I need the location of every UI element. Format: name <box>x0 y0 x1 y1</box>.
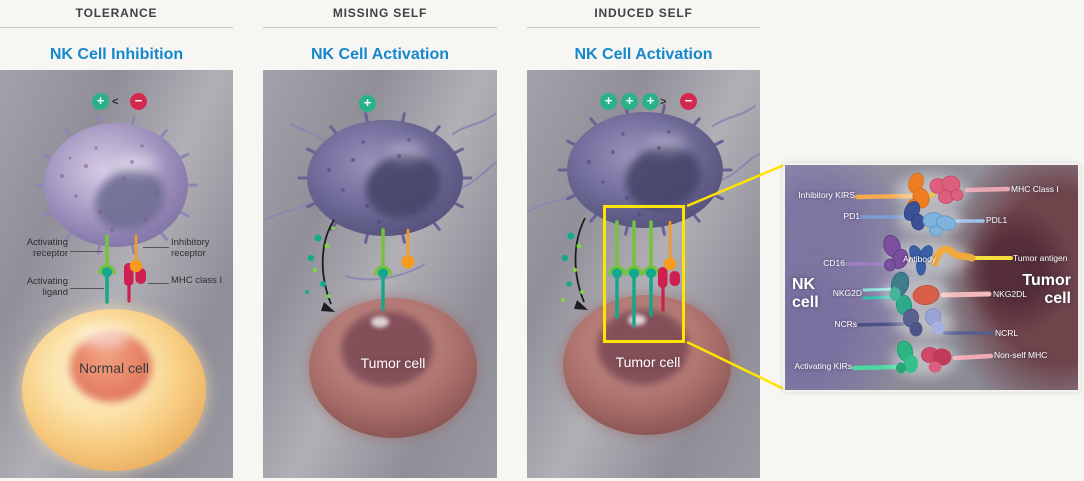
cd16-label: CD16 <box>823 258 845 268</box>
activating-receptor-label: Activating receptor <box>26 237 68 259</box>
ncrl-label: NCRL <box>995 328 1019 338</box>
minus-icon: − <box>680 93 697 110</box>
plus-icon: + <box>600 93 617 110</box>
normal-cell <box>19 306 209 474</box>
nk-cell-side-label: NK cell <box>792 276 819 312</box>
receptor-ligand-inset: Inhibitory KIRS MHC Class I PD1 PDL1 CD1… <box>783 163 1080 392</box>
inhibitory-kirs-label: Inhibitory KIRS <box>798 190 855 200</box>
activating-kirs-label: Activating KIRs <box>794 361 852 371</box>
peptide-dot <box>929 192 935 198</box>
mhc-class-i-molecule <box>929 175 964 204</box>
tumor-antigen-label: Tumor antigen <box>1013 253 1068 263</box>
column-headline: NK Cell Inhibition <box>49 46 184 63</box>
plus-icon: + <box>642 93 659 110</box>
plus-icon: + <box>621 93 638 110</box>
category-title: MISSING SELF <box>332 6 428 20</box>
non-self-mhc-label: Non-self MHC <box>994 350 1048 360</box>
pd1-label: PD1 <box>843 211 860 221</box>
nk-granules <box>327 138 425 224</box>
granule-dots <box>305 226 335 298</box>
normal-cell-label: Normal cell <box>78 360 149 376</box>
cytotoxic-arrow <box>574 217 588 310</box>
column-header-induced-self: INDUCED SELF NK Cell Activation <box>527 0 760 64</box>
inhibitory-receptor-mhc <box>124 234 146 303</box>
inhibitory-receptor-mhc <box>658 220 680 312</box>
pdl1-label: PDL1 <box>986 215 1008 225</box>
nk-granules <box>60 144 159 232</box>
nk-cell-spikes <box>297 112 473 244</box>
tumor-cell-side-label: Tumor cell <box>1022 272 1071 308</box>
tumor-antigen-molecule <box>931 245 976 267</box>
less-than-symbol: < <box>112 96 119 108</box>
pdl1-molecule <box>922 212 957 237</box>
antibody-label: Antibody <box>903 254 937 264</box>
label-connector <box>148 283 169 284</box>
plus-icon: + <box>359 95 376 112</box>
activating-receptor-ligands <box>608 220 660 327</box>
activating-receptor-ligand <box>98 234 116 304</box>
label-connector <box>143 247 169 248</box>
minus-icon: − <box>130 93 147 110</box>
nk-cell-spikes <box>34 115 198 255</box>
nkg2dl-label: NKG2DL <box>993 289 1028 299</box>
nk-nucleus <box>95 169 165 231</box>
divider <box>0 27 233 28</box>
inhibitory-receptor-unbound <box>401 228 415 269</box>
zoom-highlight-box <box>603 205 685 343</box>
nkg2dl-molecule <box>912 285 940 305</box>
divider <box>263 27 497 28</box>
greater-than-symbol: > <box>660 96 667 108</box>
label-connector <box>70 251 103 252</box>
ncrl-molecule <box>925 308 945 335</box>
granule-dots <box>561 232 584 302</box>
panel-tolerance: + < − Activating receptor Inhibitory rec… <box>0 70 233 478</box>
nk-cell <box>527 104 760 236</box>
column-header-missing-self: MISSING SELF NK Cell Activation <box>263 0 497 64</box>
nk-nucleus <box>625 146 701 210</box>
panel-induced-self: + + + > − Tumor cell <box>527 70 760 478</box>
plus-icon: + <box>92 93 109 110</box>
nk-nucleus <box>365 154 441 218</box>
mhc-class-i-label: MHC Class I <box>1011 184 1059 194</box>
nk-cell <box>34 115 198 255</box>
column-headline: NK Cell Activation <box>310 46 450 63</box>
ncr-molecule <box>903 308 923 337</box>
mhc-class-i-label: MHC class I <box>171 275 223 286</box>
inhibitory-receptor-label: Inhibitory receptor <box>171 237 210 259</box>
antibody-molecule <box>909 245 933 276</box>
tumor-cell-label: Tumor cell <box>615 354 681 370</box>
panel-missing-self: + Tumor cell <box>263 70 497 478</box>
non-self-mhc-molecule <box>921 347 952 373</box>
tumor-cell <box>307 296 479 440</box>
activating-kirs-molecule <box>896 340 919 374</box>
nk-tentacles <box>263 112 497 222</box>
activating-receptor-ligand <box>374 228 392 311</box>
column-headline: NK Cell Activation <box>574 46 713 63</box>
missing-self-illustration <box>263 112 497 440</box>
category-title: TOLERANCE <box>75 6 158 20</box>
cytotoxic-arrow <box>321 219 335 312</box>
column-header-tolerance: TOLERANCE NK Cell Inhibition <box>0 0 233 64</box>
label-connector <box>70 288 104 289</box>
activating-ligand-label: Activating ligand <box>26 276 68 298</box>
ncrs-label: NCRs <box>834 319 857 329</box>
category-title: INDUCED SELF <box>594 6 693 20</box>
tumor-cell-label: Tumor cell <box>360 355 426 371</box>
pd1-molecule <box>903 201 925 231</box>
cd16-molecule <box>883 234 909 272</box>
nk-cell <box>263 112 497 244</box>
inset-molecules <box>845 172 1013 377</box>
membrane-wisp <box>344 263 426 281</box>
nkg2d-label: NKG2D <box>832 288 862 298</box>
divider <box>527 27 760 28</box>
tolerance-illustration <box>19 115 209 474</box>
